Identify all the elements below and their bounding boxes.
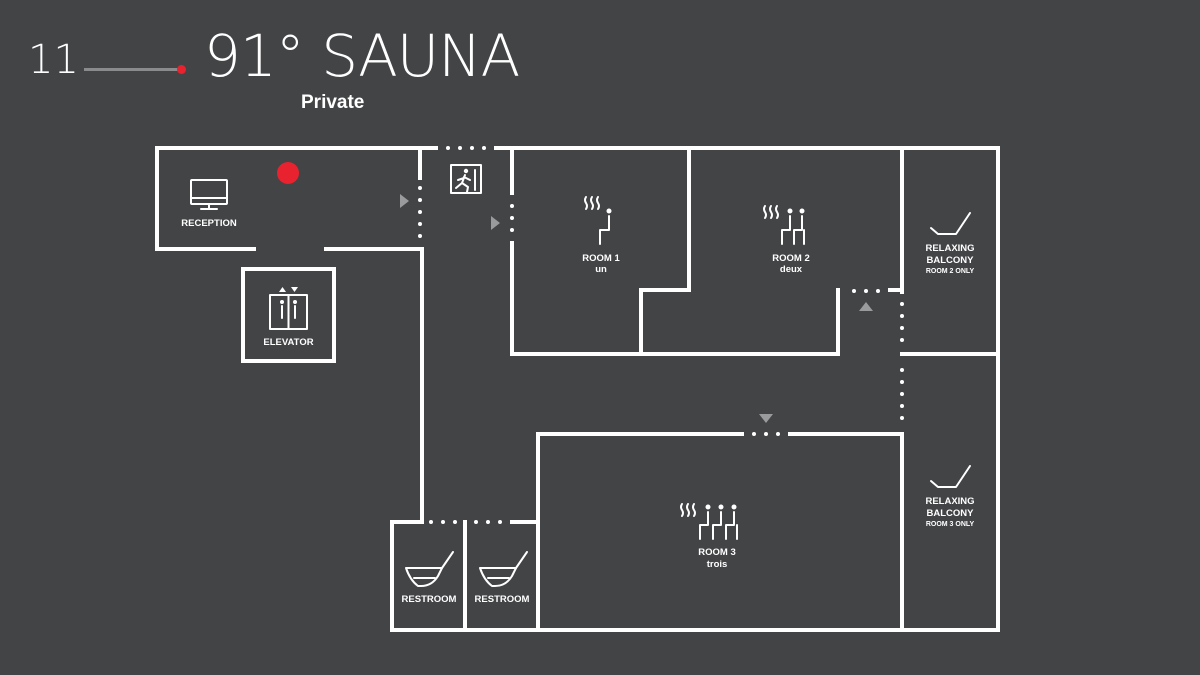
balcony1-note: ROOM 2 ONLY [926,268,975,275]
walls [155,146,1000,632]
sauna-1-person-icon [584,196,612,245]
floor-number: 11 [28,37,79,83]
toilet-icon [405,551,454,587]
balcony1-label-line1: RELAXING [925,243,974,254]
brand-title: 91° SAUNA [204,22,520,90]
room1-label: ROOM 1 [582,253,620,264]
room3-sublabel: trois [707,559,728,570]
restroom2-label: RESTROOM [475,594,530,605]
lounge-chair-icon [930,465,971,488]
balcony2-note: ROOM 3 ONLY [926,521,975,528]
direction-arrows [400,194,873,423]
restroom1-label: RESTROOM [402,594,457,605]
monitor-icon [190,179,228,210]
elevator-icon [269,287,308,330]
page-subtitle: Private [301,92,365,113]
sauna-2-person-icon [763,205,805,245]
toilet-icon [479,551,528,587]
balcony2-label-line1: RELAXING [925,496,974,507]
sauna-3-person-icon [680,503,738,540]
lounge-chair-icon [930,212,971,235]
room3-label: ROOM 3 [698,547,735,558]
balcony2-label-line2: BALCONY [927,508,975,519]
elevator-label: ELEVATOR [263,337,313,348]
balcony1-label-line2: BALCONY [927,255,975,266]
floor-indicator-line [84,68,180,71]
reception-label: RECEPTION [181,218,237,229]
emergency-exit-icon [450,164,482,194]
room1-sublabel: un [595,264,607,275]
you-are-here-marker [277,162,299,184]
room2-label: ROOM 2 [772,253,809,264]
doorways [418,146,904,524]
room2-sublabel: deux [780,264,803,275]
floor-indicator-dot [177,65,186,74]
